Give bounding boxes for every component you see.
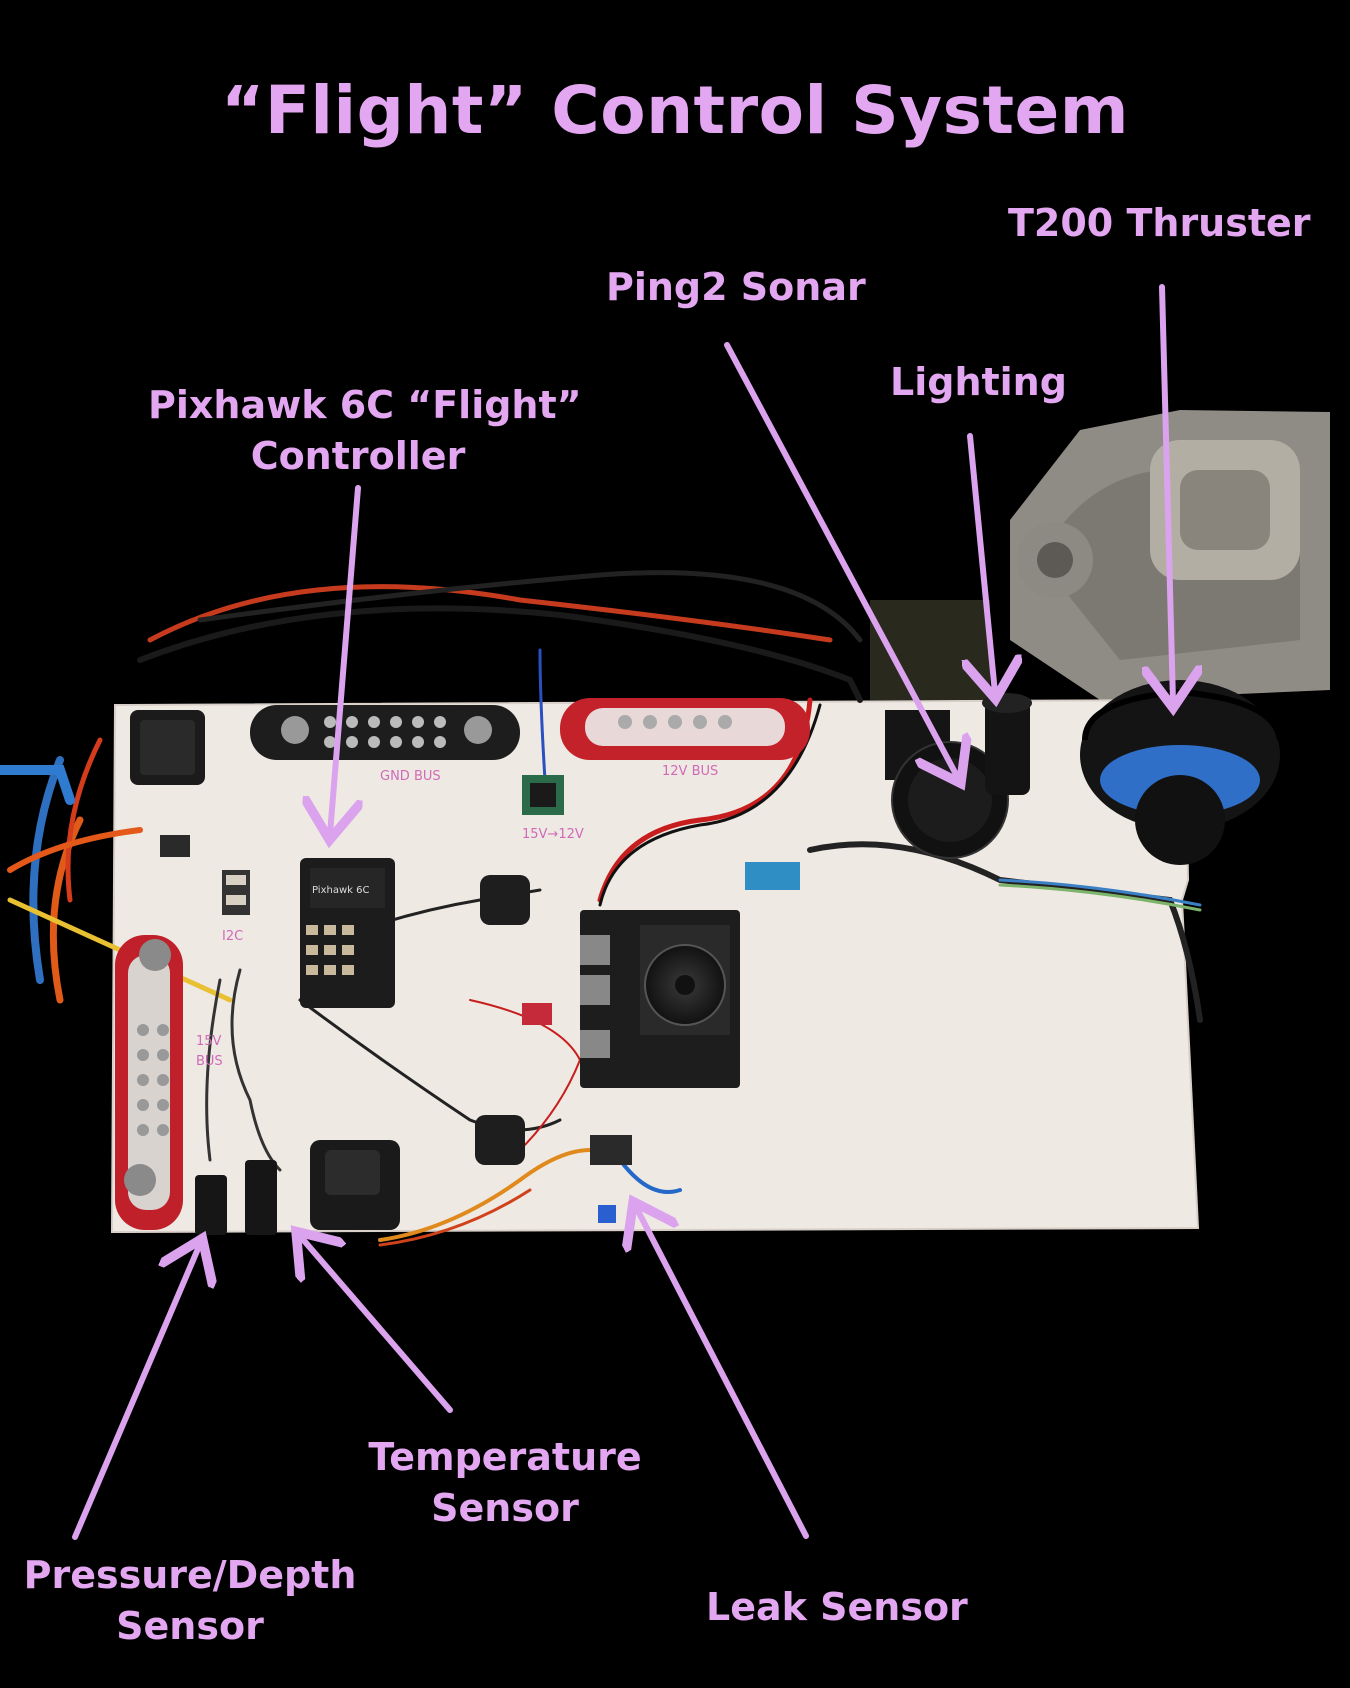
pressure-arrow — [72, 1244, 200, 1540]
leak-sensor-device — [590, 1135, 632, 1223]
wiring-harness — [0, 570, 1203, 1247]
gnd-bus-marking: GND BUS — [380, 769, 441, 784]
pixhawk-controller — [300, 858, 395, 1008]
label-pixhawk: Pixhawk 6C “Flight” Controller — [148, 380, 582, 483]
breakout-board — [522, 1003, 552, 1025]
sonar-arrow — [724, 342, 958, 778]
page-title: “Flight” Control System — [220, 72, 1130, 149]
lighting-device — [982, 693, 1032, 795]
label-temperature-sensor: Temperature Sensor — [360, 1432, 650, 1535]
pixhawk-arrow — [330, 485, 358, 834]
12v-bus-marking: 12V BUS — [662, 764, 718, 779]
temperature-arrow — [300, 1236, 453, 1413]
15v-bus-marking-line1: 15V — [196, 1034, 222, 1049]
15v-bus-marking-line2: BUS — [196, 1054, 223, 1069]
esc-module — [745, 862, 800, 890]
label-temperature-line2: Sensor — [431, 1486, 579, 1531]
label-lighting: Lighting — [890, 360, 1067, 404]
label-pressure-line1: Pressure/Depth — [23, 1553, 357, 1597]
leak-arrow — [636, 1207, 809, 1539]
converter-marking: 15V→12V — [522, 827, 584, 842]
label-pressure-line2: Sensor — [116, 1604, 264, 1649]
pressure-sensor-connectors — [195, 1160, 277, 1235]
annotation-arrows — [72, 284, 1173, 1540]
15v-bus-bar — [115, 935, 183, 1230]
i2c-marking: I2C — [222, 929, 243, 944]
i2c-splitter — [222, 870, 250, 915]
power-module — [130, 710, 205, 857]
label-pixhawk-line2: Controller — [250, 434, 466, 479]
bec-module-bottom — [475, 1115, 525, 1165]
label-t200-thruster: T200 Thruster — [1008, 201, 1311, 245]
lighting-arrow — [970, 433, 995, 693]
companion-computer — [580, 910, 740, 1088]
label-ping2-sonar: Ping2 Sonar — [606, 265, 866, 309]
label-leak-sensor: Leak Sensor — [706, 1585, 968, 1629]
label-temperature-line1: Temperature — [368, 1435, 642, 1479]
voltage-converter — [522, 775, 564, 815]
gnd-bus-bar — [250, 705, 520, 760]
label-pressure-depth-sensor: Pressure/Depth Sensor — [20, 1550, 360, 1653]
label-pixhawk-line1: Pixhawk 6C “Flight” — [148, 383, 582, 427]
pixhawk-face-marking: Pixhawk 6C — [312, 885, 369, 896]
thruster-arrow — [1162, 284, 1173, 702]
bec-module-top — [480, 875, 530, 925]
temperature-sensor-device — [310, 1140, 400, 1230]
12v-bus-bar — [560, 698, 810, 760]
